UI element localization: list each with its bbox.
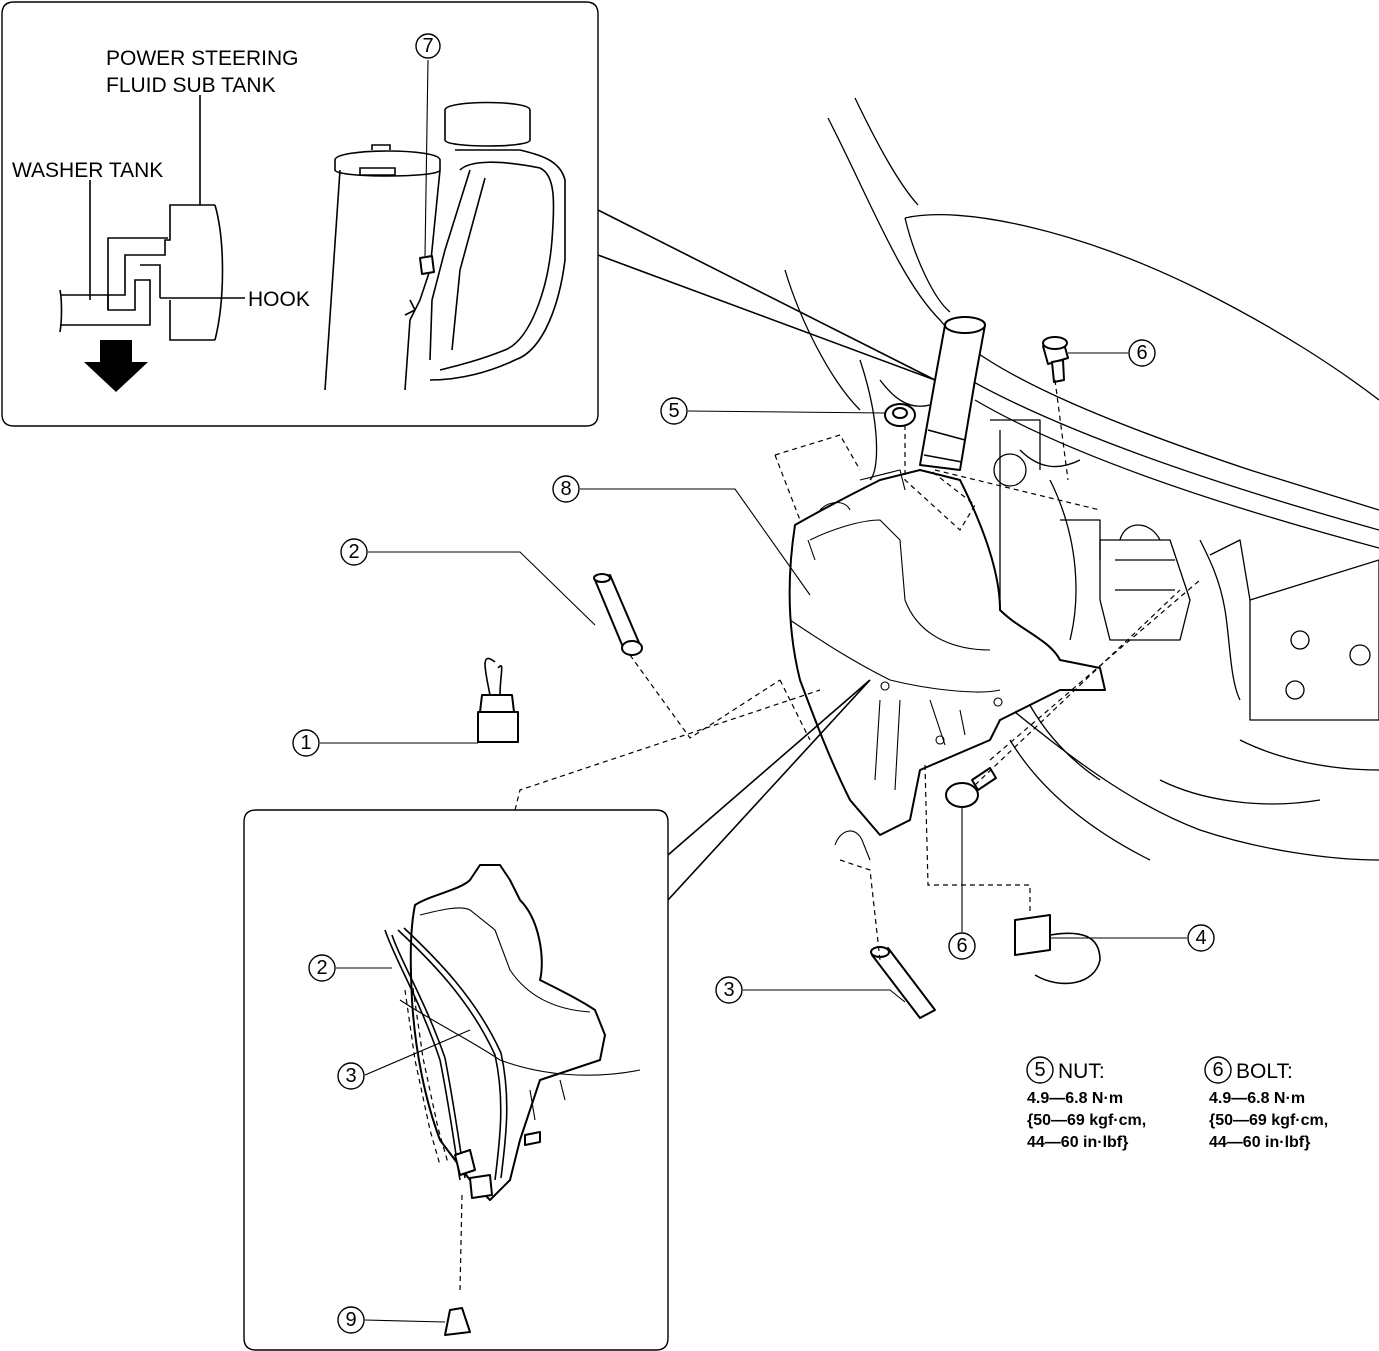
bolt-6-upper [1042, 336, 1069, 383]
washer-tank [788, 316, 1106, 861]
connector-4 [1014, 914, 1101, 985]
vehicle-body-outline [784, 97, 1379, 861]
bottom-callout-3: 3 [337, 1062, 365, 1090]
label-power-steering-2: FLUID SUB TANK [106, 74, 276, 97]
label-washer-tank: WASHER TANK [12, 159, 163, 182]
nozzle-9 [444, 1307, 471, 1336]
hose-3 [870, 946, 936, 1019]
spec-bolt-title: BOLT: [1236, 1060, 1293, 1083]
spec-nut-line-2: {50—69 kgf·cm, [1027, 1112, 1146, 1129]
svg-text:7: 7 [422, 35, 433, 57]
bottom-callout-9: 9 [337, 1306, 365, 1334]
svg-text:6: 6 [956, 935, 967, 957]
connector-1 [477, 657, 519, 743]
spec-nut-line-1: 4.9—6.8 N·m [1027, 1090, 1123, 1107]
installation-dashes [514, 379, 1201, 961]
svg-text:2: 2 [348, 541, 359, 563]
svg-text:6: 6 [1136, 342, 1147, 364]
hook-schematic [59, 95, 245, 392]
top-inset: POWER STEERING FLUID SUB TANK WASHER TAN… [1, 1, 936, 427]
callout-7: 7 [415, 33, 441, 59]
svg-text:8: 8 [560, 478, 571, 500]
callout-4: 4 [1187, 924, 1215, 952]
bolt-6-lower [945, 767, 997, 808]
down-arrow-icon [84, 340, 148, 392]
callout-2: 2 [340, 538, 368, 566]
spec-nut-line-3: 44—60 in·lbf} [1027, 1134, 1128, 1151]
svg-text:3: 3 [723, 979, 734, 1001]
svg-text:4: 4 [1195, 927, 1206, 949]
svg-text:3: 3 [345, 1065, 356, 1087]
callout-3: 3 [715, 976, 743, 1004]
svg-text:5: 5 [668, 400, 679, 422]
bottom-callout-2: 2 [308, 954, 336, 982]
torque-spec-bolt: 6 BOLT: 4.9—6.8 N·m {50—69 kgf·cm, 44—60… [1204, 1056, 1328, 1151]
bottom-inset: 2 3 9 [243, 679, 871, 1351]
spec-nut-title: NUT: [1058, 1060, 1105, 1083]
callout-6-lower: 6 [948, 932, 976, 960]
torque-spec-nut: 5 NUT: 4.9—6.8 N·m {50—69 kgf·cm, 44—60 … [1026, 1056, 1146, 1151]
svg-text:2: 2 [316, 957, 327, 979]
spec-nut-ref: 5 [1034, 1059, 1045, 1081]
tank-detail-bottom [384, 864, 641, 1336]
spec-bolt-line-2: {50—69 kgf·cm, [1209, 1112, 1328, 1129]
callout-leaders [320, 352, 1187, 1003]
callout-1: 1 [292, 729, 320, 757]
label-power-steering-1: POWER STEERING [106, 47, 299, 70]
label-hook: HOOK [248, 288, 310, 311]
svg-text:1: 1 [300, 732, 311, 754]
callout-5: 5 [660, 397, 688, 425]
callout-8: 8 [552, 475, 580, 503]
spec-bolt-line-3: 44—60 in·lbf} [1209, 1134, 1310, 1151]
tank-detail-drawing [324, 59, 566, 391]
callout-6-upper: 6 [1128, 339, 1156, 367]
hose-2 [593, 573, 643, 656]
nut-5 [884, 403, 916, 427]
svg-text:9: 9 [345, 1309, 356, 1331]
spec-bolt-ref: 6 [1212, 1059, 1223, 1081]
spec-bolt-line-1: 4.9—6.8 N·m [1209, 1090, 1305, 1107]
